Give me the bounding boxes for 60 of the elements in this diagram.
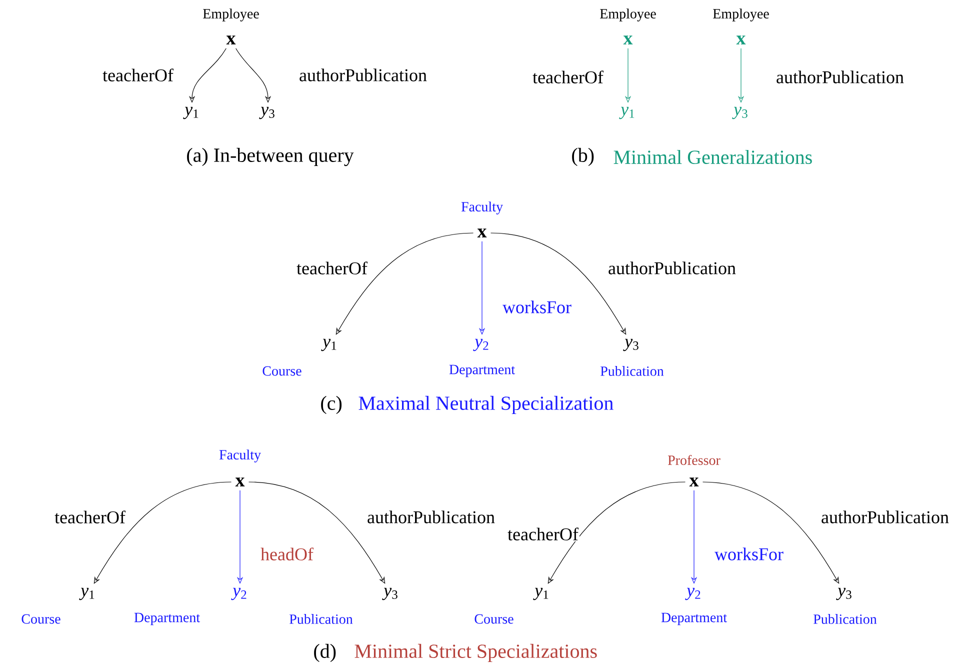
type-label: Department (661, 612, 727, 626)
arrow (548, 482, 686, 584)
type-label: Course (22, 614, 60, 624)
variable-label: y$_{3}$ (836, 588, 852, 600)
arrow (336, 232, 474, 335)
edge-label: authorPublication (366, 510, 496, 524)
edge-label: teacherOf (102, 68, 174, 82)
caption: (d) (314, 644, 336, 662)
type-label: Employee (203, 8, 259, 22)
edge-label: authorPublication (298, 68, 428, 82)
type-label: Publication (814, 614, 877, 624)
type-label: Publication (600, 366, 664, 376)
caption: Maximal Neutral Specialization (358, 396, 614, 414)
variable-label: x (736, 36, 746, 44)
type-label: Department (134, 612, 200, 626)
type-label: Publication (290, 614, 353, 624)
variable-label: y$_{2}$ (685, 588, 700, 600)
caption: (b) (572, 148, 594, 166)
arrow (248, 482, 386, 584)
type-label: Department (449, 364, 515, 378)
arrow (702, 482, 840, 584)
type-label: Faculty (461, 202, 503, 214)
type-label: Course (474, 614, 514, 624)
edge-label: teacherOf (506, 526, 580, 542)
arrow (94, 482, 232, 584)
variable-label: y$_{3}$ (382, 588, 398, 600)
variable-label: y$_{3}$ (623, 338, 638, 352)
caption: (a) In-between query (187, 148, 354, 166)
caption: (c) (321, 396, 342, 414)
variable-label: y$_{1}$ (79, 588, 94, 600)
variable-label: y$_{2}$ (473, 338, 488, 352)
edge-label: authorPublication (820, 510, 950, 524)
variable-label: y$_{1}$ (619, 106, 634, 120)
variable-label: y$_{1}$ (183, 106, 198, 120)
variable-label: y$_{1}$ (321, 338, 336, 352)
variable-label: x (226, 36, 236, 44)
type-label: Faculty (219, 450, 261, 462)
edge-label: teacherOf (532, 70, 604, 84)
edge-label: authorPublication (607, 260, 737, 276)
edge-label: authorPublication (775, 70, 905, 84)
type-label: Professor (668, 455, 720, 465)
type-label: Employee (600, 8, 656, 22)
variable-label: y$_{3}$ (732, 106, 748, 120)
variable-label: y$_{3}$ (259, 106, 274, 120)
type-label: Course (262, 366, 302, 376)
variable-label: x (689, 478, 699, 486)
variable-label: x (477, 228, 487, 238)
type-label: Employee (713, 8, 769, 22)
variable-label: x (235, 478, 245, 486)
variable-label: y$_{1}$ (533, 588, 548, 600)
edge-label: worksFor (502, 300, 572, 314)
edge-label: headOf (260, 546, 314, 562)
arrow (490, 232, 626, 335)
edge-label: teacherOf (54, 510, 126, 524)
variable-label: x (623, 36, 633, 44)
edge-label: teacherOf (296, 260, 368, 276)
edge-label: worksFor (714, 546, 784, 562)
caption: Minimal Strict Specializations (354, 644, 597, 662)
caption: Minimal Generalizations (614, 150, 812, 164)
variable-label: y$_{2}$ (231, 588, 246, 600)
